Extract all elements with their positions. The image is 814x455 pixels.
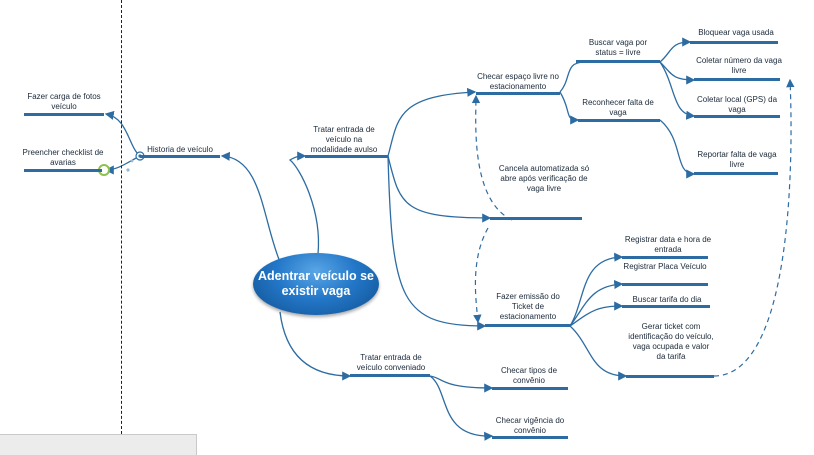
node-reconhecer[interactable]: Reconhecer falta de vaga — [582, 98, 654, 117]
node-vigencia[interactable]: Checar vigência do convênio — [495, 416, 565, 435]
node-coletar-local[interactable]: Coletar local (GPS) da vaga — [696, 95, 778, 114]
node-cancela[interactable]: Cancela automatizada só abre após verifi… — [498, 164, 590, 193]
node-checklist[interactable]: Preencher checklist de avarias — [22, 148, 104, 167]
node-tipos-line — [492, 387, 568, 390]
node-fotos-line — [24, 113, 104, 116]
node-bloquear-line — [690, 41, 778, 44]
node-bloquear[interactable]: Bloquear vaga usada — [698, 28, 774, 37]
node-tipos[interactable]: Checar tipos de convênio — [500, 366, 558, 385]
node-reportar-line — [694, 172, 778, 175]
node-ticket-line — [485, 324, 571, 327]
node-gerar-ticket-line — [626, 375, 714, 378]
node-buscar-vaga[interactable]: Buscar vaga por status = livre — [588, 38, 648, 57]
node-avulso-line — [305, 155, 388, 158]
node-coletar-numero-line — [694, 78, 780, 81]
node-vigencia-line — [492, 436, 568, 439]
node-registrar-placa-line — [622, 283, 708, 286]
node-historia-line — [140, 155, 220, 158]
node-ticket[interactable]: Fazer emissão do Ticket de estacionament… — [496, 292, 560, 321]
node-gerar-ticket[interactable]: Gerar ticket com identificação do veícul… — [628, 322, 714, 361]
node-historia[interactable]: Historia de veículo — [147, 145, 213, 154]
node-checklist-line — [24, 169, 102, 172]
node-reportar[interactable]: Reportar falta de vaga livre — [697, 150, 777, 169]
node-avulso[interactable]: Tratar entrada de veículo na modalidade … — [310, 125, 378, 154]
node-coletar-local-line — [694, 115, 780, 118]
node-cancela-line — [490, 217, 582, 220]
node-registrar-data[interactable]: Registrar data e hora de entrada — [624, 235, 712, 254]
root-node[interactable]: Adentrar veículo se existir vaga — [253, 253, 379, 315]
node-registrar-data-line — [622, 256, 708, 259]
node-coletar-numero[interactable]: Coletar número da vaga livre — [696, 56, 782, 75]
node-buscar-tarifa-line — [622, 305, 710, 308]
node-buscar-vaga-line — [576, 60, 660, 63]
node-espaco-line — [476, 92, 560, 95]
boundary-divider — [121, 0, 122, 454]
horizontal-scrollbar[interactable] — [0, 434, 197, 455]
node-conveniado[interactable]: Tratar entrada de veículo conveniado — [356, 353, 426, 372]
node-fotos[interactable]: Fazer carga de fotos veículo — [27, 92, 101, 111]
node-conveniado-line — [350, 374, 430, 377]
root-label: Adentrar veículo se existir vaga — [257, 269, 374, 298]
node-registrar-placa[interactable]: Registrar Placa Veículo — [623, 262, 707, 271]
node-buscar-tarifa[interactable]: Buscar tarifa do dia — [632, 295, 702, 304]
node-reconhecer-line — [578, 119, 660, 122]
node-espaco[interactable]: Checar espaço livre no estacionamento — [477, 72, 559, 91]
